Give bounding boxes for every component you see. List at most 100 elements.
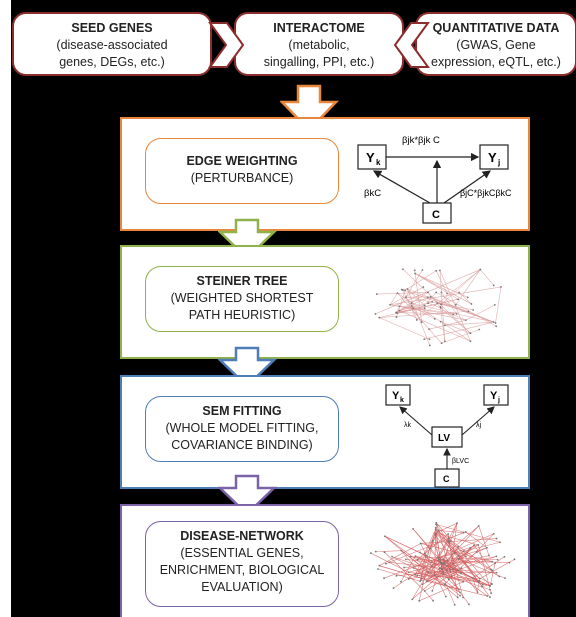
network-edge bbox=[426, 580, 488, 597]
network-node bbox=[508, 561, 511, 564]
disease-network-line1: (ESSENTIAL GENES, bbox=[180, 546, 304, 560]
quantitative-data-box: QUANTITATIVE DATA (GWAS, Gene expression… bbox=[415, 12, 576, 76]
network-node bbox=[447, 533, 450, 535]
network-edge bbox=[407, 288, 431, 346]
network-node bbox=[449, 570, 452, 573]
network-node bbox=[472, 309, 475, 311]
network-node bbox=[429, 296, 432, 298]
network-node bbox=[492, 284, 495, 287]
network-node bbox=[469, 547, 472, 549]
network-edge bbox=[436, 292, 497, 327]
network-edge bbox=[428, 302, 441, 309]
network-edge bbox=[478, 525, 490, 556]
network-node bbox=[460, 567, 463, 569]
network-node bbox=[431, 539, 434, 542]
lv-node bbox=[431, 426, 463, 448]
network-node bbox=[423, 307, 426, 310]
network-node bbox=[400, 580, 402, 583]
network-edge bbox=[441, 556, 497, 569]
network-node bbox=[407, 571, 410, 574]
perturbance-diagram: Y k Y j C βjk*βjk C βkC βjC*βjkCβkC bbox=[357, 135, 512, 224]
network-node bbox=[406, 288, 409, 290]
network-node bbox=[412, 527, 414, 530]
right-loading-label: λj bbox=[476, 422, 482, 429]
network-edge bbox=[472, 578, 478, 593]
network-node bbox=[469, 332, 472, 335]
network-node bbox=[462, 596, 464, 599]
network-node bbox=[434, 526, 437, 529]
network-edge bbox=[390, 304, 467, 321]
seed-genes-line2: genes, DEGs, etc.) bbox=[59, 55, 165, 69]
network-edge bbox=[379, 311, 469, 318]
sem-fitting-line1: (WHOLE MODEL FITTING, bbox=[165, 421, 319, 435]
network-edge bbox=[424, 590, 434, 601]
network-node bbox=[458, 588, 460, 591]
network-edge bbox=[417, 533, 449, 560]
edge-weighting-panel: EDGE WEIGHTING (PERTURBANCE) Y k Y j C β… bbox=[120, 117, 530, 231]
network-edge bbox=[417, 575, 480, 580]
network-node bbox=[402, 268, 404, 271]
network-node bbox=[478, 580, 481, 582]
network-edge bbox=[399, 297, 429, 311]
network-node bbox=[435, 521, 438, 524]
network-node bbox=[442, 558, 445, 561]
network-node bbox=[442, 573, 445, 576]
network-node bbox=[439, 305, 442, 308]
yj-node bbox=[483, 384, 509, 406]
network-node bbox=[416, 558, 419, 561]
network-edge bbox=[402, 269, 471, 334]
network-node bbox=[440, 562, 443, 565]
steiner-tree-title: STEINER TREE bbox=[196, 274, 288, 288]
network-edge bbox=[384, 552, 425, 592]
network-edge bbox=[428, 571, 497, 574]
network-node bbox=[469, 340, 472, 343]
network-node bbox=[400, 288, 403, 291]
network-edge bbox=[438, 530, 464, 534]
network-node bbox=[491, 583, 493, 586]
lv-label: LV bbox=[438, 433, 450, 444]
network-node bbox=[426, 291, 429, 294]
edge-weighting-box: EDGE WEIGHTING (PERTURBANCE) bbox=[145, 138, 339, 204]
network-edge bbox=[415, 555, 480, 582]
network-edge bbox=[415, 273, 472, 305]
network-node bbox=[457, 554, 460, 557]
network-node bbox=[446, 565, 448, 567]
network-node bbox=[377, 568, 379, 570]
network-node bbox=[488, 554, 490, 557]
network-edge bbox=[439, 270, 446, 342]
seed-genes-line1: (disease-associated bbox=[56, 38, 168, 52]
network-node bbox=[465, 555, 467, 558]
sem-fitting-box: SEM FITTING (WHOLE MODEL FITTING, COVARI… bbox=[145, 396, 339, 462]
network-node bbox=[450, 575, 453, 578]
network-edge bbox=[407, 288, 425, 306]
network-node bbox=[466, 296, 469, 299]
network-node bbox=[439, 269, 441, 272]
network-edge bbox=[407, 270, 437, 290]
network-edge bbox=[436, 522, 491, 587]
diagram-canvas: SEED GENES (disease-associated genes, DE… bbox=[11, 0, 576, 617]
network-edge bbox=[379, 298, 459, 318]
network-edge bbox=[442, 563, 488, 597]
network-edge bbox=[379, 565, 422, 579]
network-node bbox=[462, 580, 465, 583]
left-chevron-icon bbox=[393, 22, 430, 68]
network-node bbox=[462, 550, 465, 553]
yj-label: Y bbox=[490, 390, 498, 402]
network-node bbox=[491, 569, 494, 572]
network-node bbox=[433, 318, 436, 320]
network-edge bbox=[455, 269, 481, 305]
network-edge bbox=[384, 536, 461, 593]
network-node bbox=[479, 268, 482, 271]
network-node bbox=[447, 537, 450, 540]
network-node bbox=[454, 303, 457, 306]
network-edge bbox=[480, 269, 495, 286]
network-edge bbox=[375, 550, 402, 552]
network-edge bbox=[402, 290, 407, 298]
network-node bbox=[440, 342, 443, 345]
network-edge bbox=[385, 532, 464, 565]
edge-weighting-title: EDGE WEIGHTING bbox=[186, 154, 298, 168]
network-node bbox=[375, 293, 378, 295]
network-node bbox=[443, 583, 446, 586]
steiner-tree-line1: (WEIGHTED SHORTEST bbox=[170, 291, 314, 305]
left-edge-label: βkC bbox=[364, 188, 381, 199]
